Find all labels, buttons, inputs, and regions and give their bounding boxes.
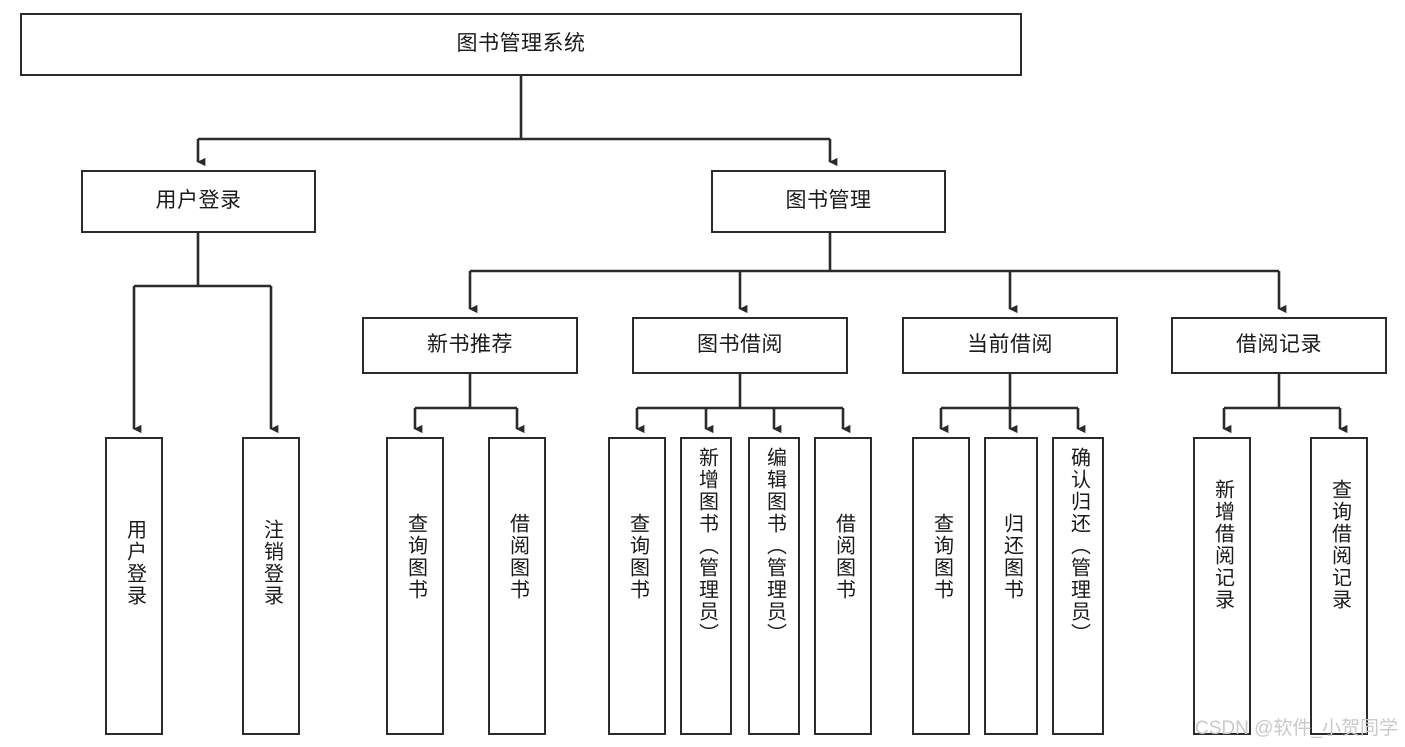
node-leaf-add-record[interactable]: 新增借阅记录	[1193, 437, 1251, 735]
node-leaf-query-record-label: 查询借阅记录	[1328, 479, 1351, 611]
node-user-login-label: 用户登录	[155, 189, 242, 213]
node-book-borrow[interactable]: 图书借阅	[632, 317, 848, 374]
node-user-login[interactable]: 用户登录	[81, 170, 316, 233]
node-leaf-add-record-label: 新增借阅记录	[1211, 479, 1234, 611]
node-leaf-confirm-return-label: 确认归还（管理员）	[1067, 447, 1090, 645]
node-leaf-edit-book[interactable]: 编辑图书（管理员）	[748, 437, 800, 735]
node-leaf-user-login-label: 用户登录	[123, 519, 146, 607]
node-leaf-query-record[interactable]: 查询借阅记录	[1310, 437, 1368, 735]
node-leaf-query-book-3-label: 查询图书	[930, 513, 953, 601]
node-leaf-user-login[interactable]: 用户登录	[105, 437, 163, 735]
node-book-manage-label: 图书管理	[785, 189, 872, 213]
watermark-text: CSDN @软件_小贺同学	[1195, 718, 1398, 739]
node-leaf-user-logout-label: 注销登录	[260, 519, 283, 607]
node-leaf-query-book-2[interactable]: 查询图书	[608, 437, 666, 735]
node-root-label: 图书管理系统	[456, 32, 586, 56]
node-new-book-recommend-label: 新书推荐	[427, 333, 513, 357]
node-leaf-confirm-return[interactable]: 确认归还（管理员）	[1052, 437, 1104, 735]
node-leaf-borrow-book-1-label: 借阅图书	[506, 513, 529, 601]
node-leaf-return-book[interactable]: 归还图书	[984, 437, 1038, 735]
node-root[interactable]: 图书管理系统	[20, 13, 1022, 76]
node-leaf-query-book-1-label: 查询图书	[404, 513, 427, 601]
node-leaf-add-book[interactable]: 新增图书（管理员）	[680, 437, 732, 735]
node-leaf-edit-book-label: 编辑图书（管理员）	[763, 447, 786, 645]
node-leaf-query-book-2-label: 查询图书	[626, 513, 649, 601]
node-leaf-return-book-label: 归还图书	[1000, 513, 1023, 601]
node-book-manage[interactable]: 图书管理	[711, 170, 946, 233]
node-borrow-record-label: 借阅记录	[1236, 333, 1322, 357]
node-leaf-user-logout[interactable]: 注销登录	[242, 437, 300, 735]
node-leaf-borrow-book-1[interactable]: 借阅图书	[488, 437, 546, 735]
node-borrow-record[interactable]: 借阅记录	[1171, 317, 1387, 374]
node-leaf-add-book-label: 新增图书（管理员）	[695, 447, 718, 645]
node-leaf-borrow-book-2-label: 借阅图书	[832, 513, 855, 601]
node-new-book-recommend[interactable]: 新书推荐	[362, 317, 578, 374]
node-leaf-query-book-3[interactable]: 查询图书	[912, 437, 970, 735]
node-leaf-borrow-book-2[interactable]: 借阅图书	[814, 437, 872, 735]
node-leaf-query-book-1[interactable]: 查询图书	[386, 437, 444, 735]
node-current-borrow[interactable]: 当前借阅	[902, 317, 1118, 374]
node-book-borrow-label: 图书借阅	[697, 333, 783, 357]
node-current-borrow-label: 当前借阅	[967, 333, 1053, 357]
